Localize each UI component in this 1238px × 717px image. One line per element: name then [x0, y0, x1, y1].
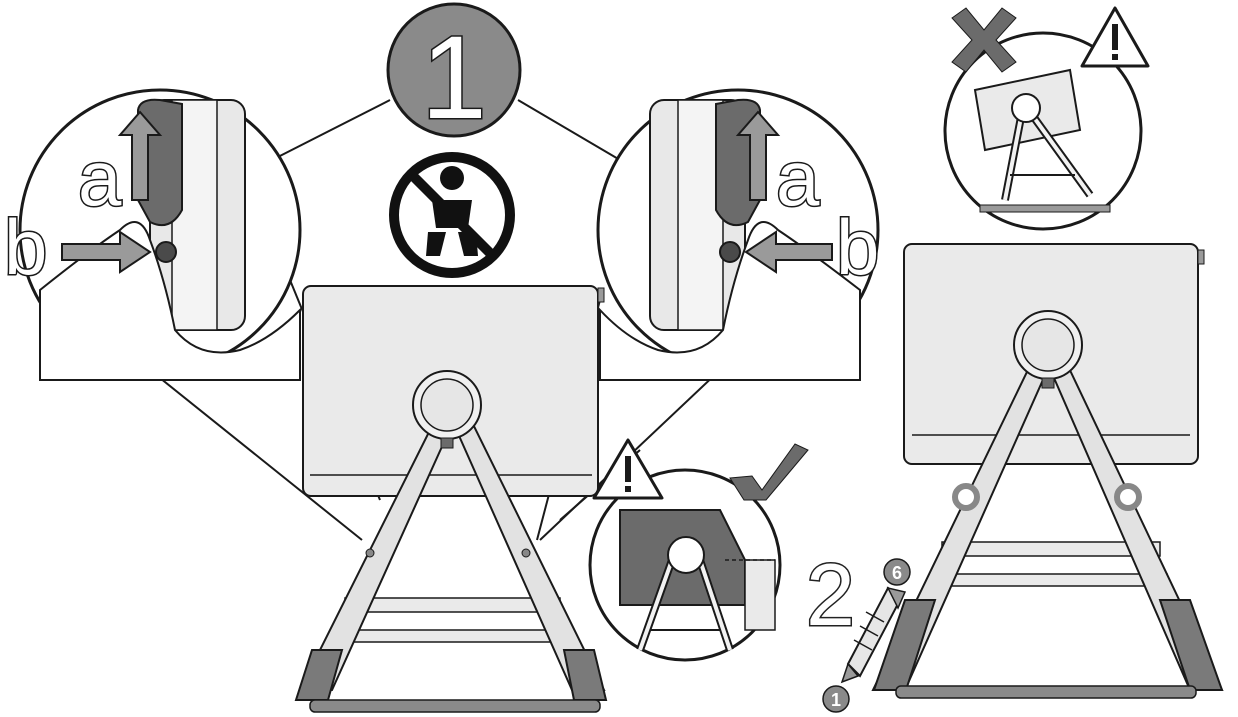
- left-label-b: b: [4, 203, 47, 291]
- no-child-icon: [389, 152, 515, 278]
- step-number: 1: [421, 12, 487, 144]
- step-badge: 1: [386, 2, 522, 146]
- center-stand: [294, 285, 608, 713]
- adjust-min-label: 1: [831, 690, 841, 710]
- right-stand: [871, 243, 1224, 699]
- wrong-position-callout: [943, 31, 1143, 231]
- right-label-b: b: [836, 203, 879, 291]
- adjust-step-number: 2: [806, 545, 855, 644]
- adjust-max-label: 6: [892, 563, 902, 583]
- warning-triangle-icon: [592, 438, 664, 500]
- right-label-a: a: [776, 134, 820, 222]
- left-detail-callout: a b: [3, 88, 302, 381]
- right-detail-callout: a b: [596, 88, 881, 381]
- warning-triangle-icon: [1080, 6, 1150, 68]
- height-adjust-step: 2 6 1: [805, 544, 911, 713]
- left-label-a: a: [78, 134, 122, 222]
- correct-position-callout: [588, 468, 782, 662]
- cross-icon: [951, 7, 1017, 73]
- double-arrow-icon: [840, 586, 907, 684]
- checkmark-icon: [729, 443, 809, 501]
